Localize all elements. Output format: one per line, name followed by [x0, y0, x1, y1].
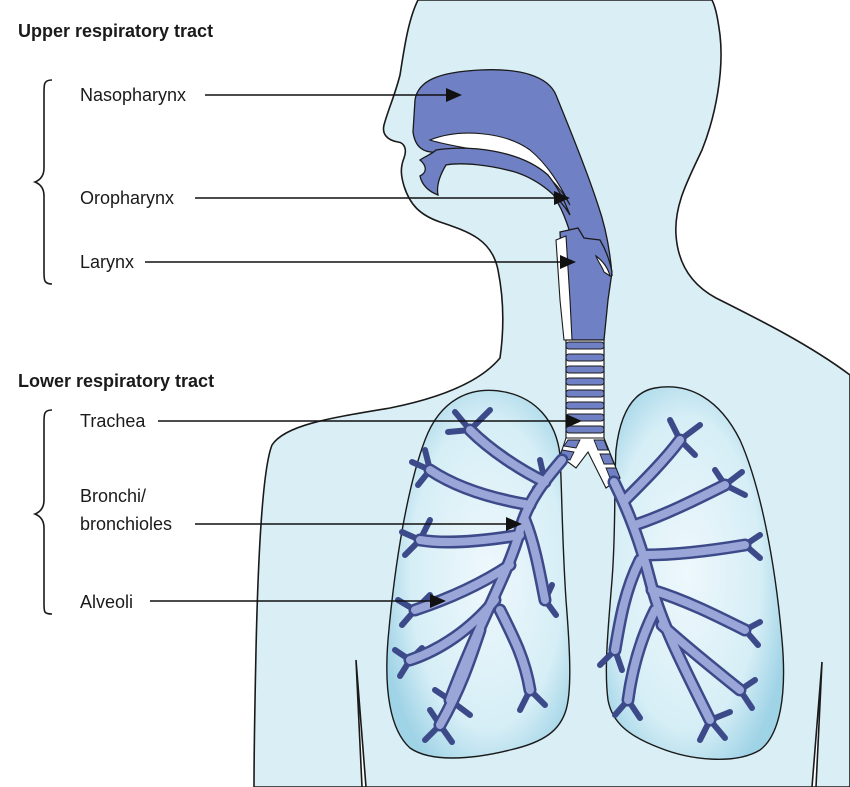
label-trachea: Trachea [80, 411, 146, 431]
left-arm-line [355, 659, 367, 787]
leader-oropharynx [195, 191, 570, 205]
mouth-cavity [418, 147, 571, 216]
label-larynx: Larynx [80, 252, 134, 272]
lower-tract-brace [32, 409, 53, 615]
arrowhead-icon [506, 517, 522, 531]
leader-trachea [158, 414, 582, 428]
right-bronchial-tree [597, 417, 763, 743]
arrowhead-icon [446, 88, 462, 102]
leader-alveoli [150, 594, 446, 608]
upper-tract-brace [32, 79, 53, 285]
arrowhead-icon [566, 414, 582, 428]
label-alveoli: Alveoli [80, 592, 133, 612]
lower-tract-heading: Lower respiratory tract [18, 371, 214, 391]
larynx-white-edge-right [594, 254, 611, 278]
arrowhead-icon [430, 594, 446, 608]
label-bronchioles: bronchioles [80, 514, 172, 534]
leader-nasopharynx [205, 88, 462, 102]
leader-larynx [145, 255, 576, 269]
leader-bronchi [195, 517, 522, 531]
arrowhead-icon [560, 255, 576, 269]
right-arm-line [811, 661, 823, 787]
upper-tract-heading: Upper respiratory tract [18, 21, 213, 41]
label-oropharynx: Oropharynx [80, 188, 174, 208]
arrowhead-icon [554, 191, 570, 205]
label-nasopharynx: Nasopharynx [80, 85, 186, 105]
label-bronchi: Bronchi/ [80, 486, 146, 506]
